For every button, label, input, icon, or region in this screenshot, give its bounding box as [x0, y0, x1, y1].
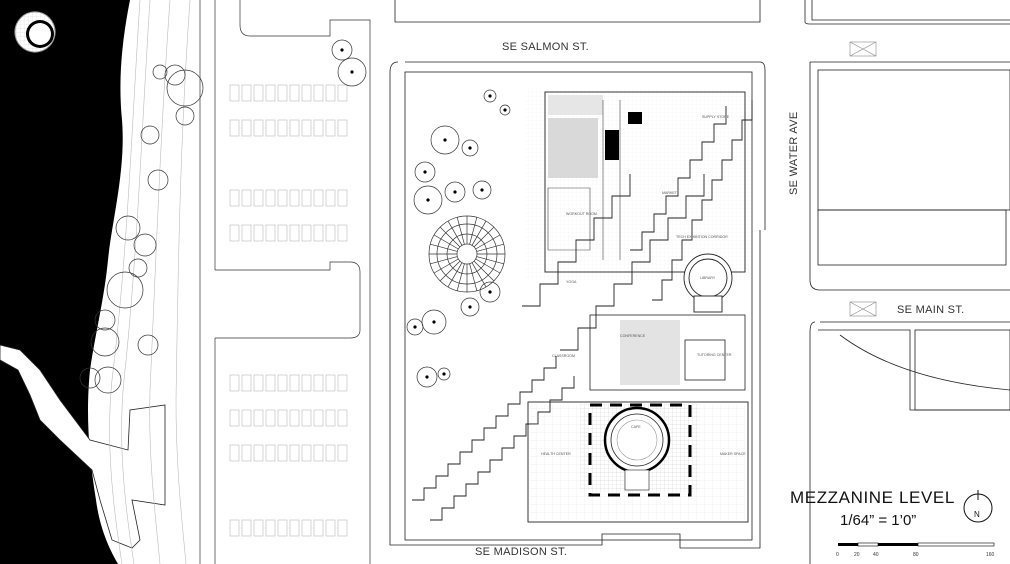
scale-tick-40: 40: [873, 552, 879, 558]
river: [0, 0, 130, 564]
room-label-classroom: CLASSROOM: [552, 354, 575, 358]
room-label-workout: WORKOUT ROOM: [566, 212, 597, 216]
east-buildings: [811, 0, 1010, 411]
scale-text: 1/64” = 1’0”: [840, 512, 916, 529]
scale-tick-80: 80: [913, 552, 919, 558]
room-label-conference: CONFERENCE: [620, 334, 646, 338]
site-block: [404, 71, 753, 541]
riverside-paths: [109, 0, 191, 564]
north-arrow-icon: [963, 490, 993, 523]
north-building: [525, 90, 750, 280]
scale-tick-20: 20: [854, 552, 860, 558]
parking-lots: [199, 0, 371, 564]
room-label-cafe: CAFE: [631, 425, 641, 429]
library-rotunda: [683, 253, 733, 313]
room-label-maker: MAKER SPACE: [720, 452, 746, 456]
street-label-salmon: SE SALMON ST.: [502, 41, 589, 53]
street-lines: [389, 0, 1010, 564]
riverside-trees: [79, 64, 204, 394]
scale-bar: [838, 542, 995, 547]
street-label-water: SE WATER AVE: [788, 112, 800, 195]
room-label-market: MARKET: [662, 191, 678, 195]
room-label-yoga: YOGA: [566, 280, 577, 284]
crosswalks: [849, 41, 877, 317]
mid-building: [589, 314, 746, 391]
street-label-main: SE MAIN ST.: [897, 304, 964, 316]
dome-pavilion: [428, 215, 506, 293]
plaza-trees: [331, 39, 511, 388]
room-label-health: HEALTH CENTER: [541, 452, 571, 456]
room-label-library: LIBRARY: [700, 276, 716, 280]
scale-tick-160: 160: [986, 552, 995, 558]
moon-icon: [14, 11, 56, 53]
room-label-tech: TECH EXHIBITION CORRIDOR: [676, 235, 728, 239]
stepped-terraces: [412, 100, 753, 521]
room-label-tutoring: TUTORING CENTER: [697, 353, 732, 357]
south-building: [527, 401, 749, 523]
level-title: MEZZANINE LEVEL: [790, 488, 955, 507]
street-label-madison: SE MADISON ST.: [475, 546, 567, 558]
north-label: N: [974, 510, 980, 519]
scale-tick-0: 0: [836, 552, 839, 558]
room-label-supply: SUPPLY STORE: [702, 115, 730, 119]
pier: [0, 344, 166, 549]
parking-stalls: [229, 84, 348, 537]
